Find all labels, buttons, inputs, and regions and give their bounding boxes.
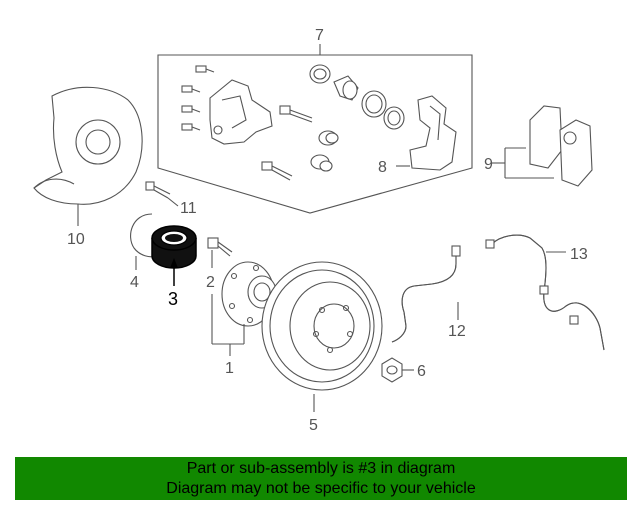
banner-line-1: Part or sub-assembly is #3 in diagram <box>186 460 456 477</box>
label-9: 9 <box>484 156 493 173</box>
label-2: 2 <box>206 274 215 291</box>
label-1: 1 <box>225 360 234 377</box>
caliper-kit-group <box>157 44 473 214</box>
hub-bolt-2 <box>207 237 233 268</box>
snap-ring-4 <box>130 213 157 270</box>
brake-pad-group <box>492 105 593 187</box>
label-4: 4 <box>130 274 139 291</box>
bolt-11 <box>145 181 179 207</box>
nut-6 <box>381 357 414 383</box>
label-5: 5 <box>309 417 318 434</box>
brake-rotor-5 <box>261 261 383 412</box>
hub-bearing-3 <box>151 225 197 286</box>
label-6: 6 <box>417 363 426 380</box>
label-8: 8 <box>378 159 387 176</box>
label-3: 3 <box>168 289 178 309</box>
hub-1 <box>211 261 277 356</box>
abs-sensor-13 <box>485 234 605 351</box>
info-banner: Part or sub-assembly is #3 in diagram Di… <box>15 457 627 500</box>
label-10: 10 <box>67 231 85 248</box>
brake-hose-12 <box>391 245 461 343</box>
label-12: 12 <box>448 323 466 340</box>
label-7: 7 <box>315 27 324 44</box>
dust-shield <box>33 86 143 226</box>
label-11: 11 <box>180 200 197 217</box>
label-13: 13 <box>570 246 588 263</box>
parts-diagram: 7 8 9 10 11 4 3 2 1 5 6 12 13 <box>33 27 605 434</box>
banner-line-2: Diagram may not be specific to your vehi… <box>166 480 476 497</box>
